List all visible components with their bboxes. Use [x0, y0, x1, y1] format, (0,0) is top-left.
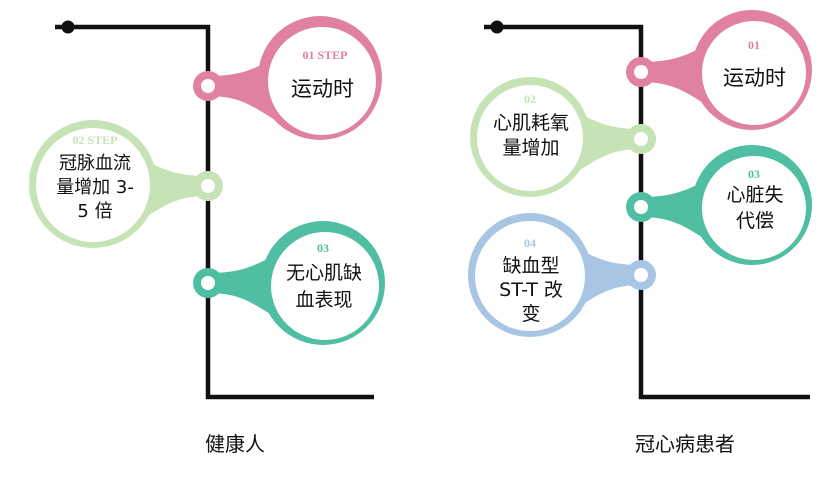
right-step-04-text: 缺血型 ST-T 改 变: [499, 255, 563, 325]
right-step-01-bubble: [626, 10, 812, 130]
left-line: [55, 24, 374, 400]
left-step-02-number: 02 STEP: [72, 133, 118, 147]
right-step-02-number: 02: [524, 92, 536, 106]
left-step-02-text: 冠脉血流 量增加 3-5 倍: [56, 153, 134, 222]
left-step-03-bubble: [193, 221, 385, 345]
right-step-02-connector: [575, 111, 641, 173]
left-step-02-bubble: [29, 120, 223, 248]
right-caption: 冠心病患者: [635, 432, 735, 456]
right-step-04-number: 04: [524, 236, 536, 250]
right-step-03-connector: [641, 179, 708, 241]
right-step-04-connector: [575, 247, 641, 309]
right-step-03-number: 03: [748, 167, 760, 181]
left-step-03-number: 03: [317, 241, 329, 255]
right-step-03-text: 心脏失 代偿: [726, 184, 784, 232]
right-step-01-text: 运动时: [723, 66, 786, 90]
left-step-01-number: 01 STEP: [302, 48, 348, 62]
left-timeline: [55, 20, 374, 400]
left-step-03-text: 无心肌缺 血表现: [285, 262, 362, 311]
left-step-02-connector: [141, 158, 208, 220]
left-caption: 健康人: [205, 432, 265, 456]
left-step-03-connector: [208, 255, 275, 317]
right-step-03-bubble: [626, 145, 812, 265]
right-step-02-text: 心肌耗氧 量增加: [492, 112, 569, 159]
right-step-01-number: 01: [748, 38, 760, 52]
right-step-01-connector: [641, 44, 708, 106]
left-step-01-bubble: [193, 16, 382, 140]
left-step-01-text: 运动时: [291, 77, 354, 101]
right-step-04-bubble: [468, 213, 656, 337]
right-step-02-bubble: [470, 77, 656, 197]
